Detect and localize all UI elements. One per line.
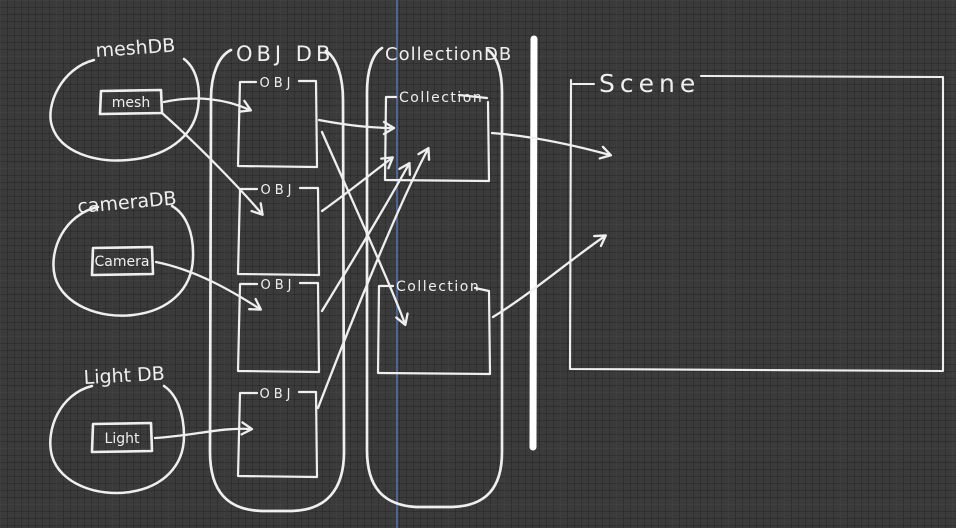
- edge-obj1-to-collection2[interactable]: [320, 130, 409, 327]
- edge-collection2-to-scene[interactable]: [491, 234, 607, 319]
- light-label: Light: [105, 431, 140, 447]
- obj3-label: OBJ: [261, 278, 296, 293]
- edge-obj4-to-collection1[interactable]: [316, 146, 431, 410]
- obj-node-3[interactable]: [236, 281, 321, 374]
- camera-label: Camera: [95, 254, 150, 270]
- edges: [153, 97, 613, 440]
- edge-camera-to-obj3[interactable]: [154, 260, 262, 311]
- obj4-label: OBJ: [260, 387, 295, 402]
- objdb-label: OBJ DB: [236, 42, 334, 66]
- collectiondb-container[interactable]: [365, 46, 504, 509]
- light-node[interactable]: [90, 421, 154, 454]
- collection-node-2[interactable]: [376, 284, 492, 376]
- edge-obj1-to-collection1[interactable]: [317, 118, 396, 136]
- camera-node[interactable]: [90, 245, 155, 277]
- edge-mesh-to-obj1[interactable]: [162, 97, 253, 113]
- vertical-guide-line: [396, 0, 398, 528]
- edge-obj2-to-collection1[interactable]: [320, 156, 394, 213]
- collection1-label: Collection: [399, 90, 483, 106]
- objdb-container[interactable]: [208, 48, 346, 513]
- obj-node-4[interactable]: [236, 390, 319, 479]
- lightdb-label: Light DB: [83, 363, 165, 389]
- cameradb-group[interactable]: [52, 204, 195, 317]
- edge-light-to-obj4[interactable]: [153, 421, 254, 440]
- obj-node-1[interactable]: [236, 79, 319, 169]
- scene-label: Scene: [599, 69, 700, 98]
- lightdb-ellipse: [49, 384, 186, 495]
- obj2-label: OBJ: [261, 183, 296, 198]
- edge-collection1-to-scene[interactable]: [490, 131, 613, 160]
- collectiondb-outline: [365, 46, 504, 509]
- edge-obj3-to-collection1[interactable]: [320, 161, 411, 313]
- lightdb-group[interactable]: [49, 384, 186, 495]
- cameradb-label: cameraDB: [77, 187, 178, 218]
- meshdb-label: meshDB: [95, 34, 176, 62]
- obj1-label: OBJ: [260, 76, 295, 91]
- objdb-outline: [208, 48, 346, 513]
- scene-box[interactable]: [568, 74, 945, 373]
- divider-line[interactable]: [529, 35, 538, 451]
- collection2-label: Collection: [396, 279, 480, 295]
- scene-outline: [568, 74, 945, 373]
- obj-node-2[interactable]: [236, 186, 321, 277]
- cameradb-ellipse: [52, 204, 195, 317]
- collectiondb-label: CollectionDB: [385, 44, 512, 65]
- collection-node-1[interactable]: [383, 93, 491, 183]
- mesh-label: mesh: [112, 95, 150, 111]
- edge-mesh-to-obj2[interactable]: [160, 111, 264, 216]
